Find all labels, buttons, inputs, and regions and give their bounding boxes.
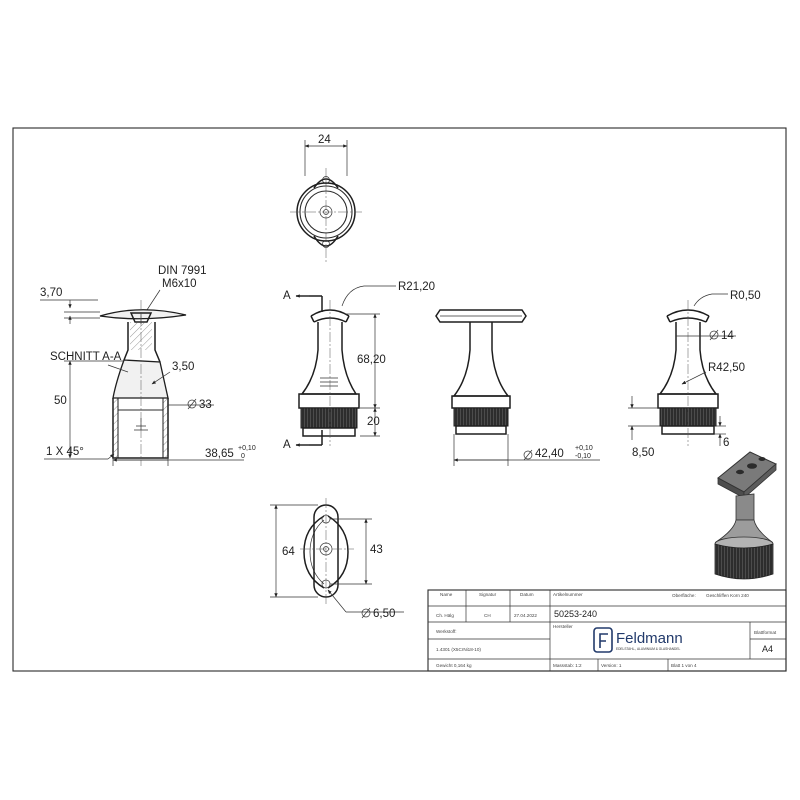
tb-surface-value: Geschliffen Korn 240	[706, 593, 749, 598]
tb-col-date: Datum	[520, 592, 534, 597]
dim-wall: 3,50	[172, 361, 194, 373]
side-view-b: R0,50 14 R42,50 8,50 6	[628, 290, 761, 459]
label-din: DIN 7991	[158, 265, 207, 277]
front-view: 42,40 +0,10 -0,10	[435, 309, 600, 466]
tol-3865-upper: +0,10	[238, 445, 256, 452]
tb-format-label: Blattformat	[754, 630, 777, 635]
dim-plate-length: 64	[282, 546, 295, 558]
side-view-a: A A R21,20 68,20 20	[283, 281, 435, 451]
dim-dia-4240: 42,40	[535, 448, 564, 460]
tb-col-surface: Oberfläche:	[672, 593, 696, 598]
dim-hole-spacing: 43	[370, 544, 383, 556]
dim-hole-dia: 6,50	[373, 608, 395, 620]
tb-signature: CH	[484, 613, 491, 618]
dim-plate-thickness: 3,70	[40, 287, 62, 299]
tol-4240-lower: -0,10	[575, 453, 591, 460]
tb-material-label: Werkstoff:	[436, 629, 457, 634]
tb-company-tagline: EDELSTAHL-, ALUMINIUM & GLASHANDEL	[616, 647, 680, 651]
tb-col-article: Artikelnummer	[553, 592, 583, 597]
dim-dia-3865: 38,65	[205, 448, 234, 460]
dim-radius-2120: R21,20	[398, 281, 435, 293]
dim-top-width: 24	[318, 134, 331, 146]
section-view: DIN 7991 M6x10 3,70 SCHNITT A-A 3,50	[40, 265, 256, 466]
tb-company: Feldmann	[616, 630, 683, 647]
tb-weight: Gewicht 0,164 kg	[436, 663, 472, 668]
section-mark-top: A	[283, 290, 291, 302]
dim-radius-4250: R42,50	[708, 362, 745, 374]
bottom-view: 64 43 6,50	[270, 498, 404, 620]
isometric-render	[714, 451, 777, 580]
dim-chamfer: 1 X 45°	[46, 446, 84, 458]
tb-col-signature: Signatur	[479, 592, 497, 597]
title-block: Name Signatur Datum Artikelnummer Oberfl…	[427, 589, 787, 672]
tb-scale: Massstab: 1:2	[553, 663, 582, 668]
dim-height-20: 20	[367, 416, 380, 428]
tb-col-name: Name	[440, 592, 453, 597]
sheet-border	[12, 127, 787, 672]
dim-height-850: 8,50	[632, 447, 654, 459]
tb-date: 27.04.2022	[514, 613, 537, 618]
tb-version: Version: 1	[601, 663, 622, 668]
label-screw: M6x10	[162, 278, 197, 290]
tb-material-value: 1.4301 (X5CrNi18-10)	[436, 647, 481, 652]
dim-height-50: 50	[54, 395, 67, 407]
dim-dia-14: 14	[721, 330, 734, 342]
label-section: SCHNITT A-A	[50, 351, 122, 363]
top-view: 24	[290, 134, 362, 262]
tb-format-value: A4	[762, 644, 773, 654]
dim-height-6: 6	[723, 437, 729, 449]
tol-4240-upper: +0,10	[575, 445, 593, 452]
tb-article-number: 50253-240	[554, 609, 597, 619]
section-mark-bottom: A	[283, 439, 291, 451]
dim-height-6820: 68,20	[357, 354, 386, 366]
tb-drawn-by: Ch. Hälg	[436, 613, 454, 618]
company-logo-mark	[593, 627, 613, 653]
tb-manufacturer-label: Hersteller	[553, 624, 573, 629]
dim-radius-050: R0,50	[730, 290, 761, 302]
dim-dia-33: 33	[199, 399, 212, 411]
tol-3865-lower: 0	[241, 453, 245, 460]
tb-sheet: Blatt 1 von 4	[671, 663, 697, 668]
